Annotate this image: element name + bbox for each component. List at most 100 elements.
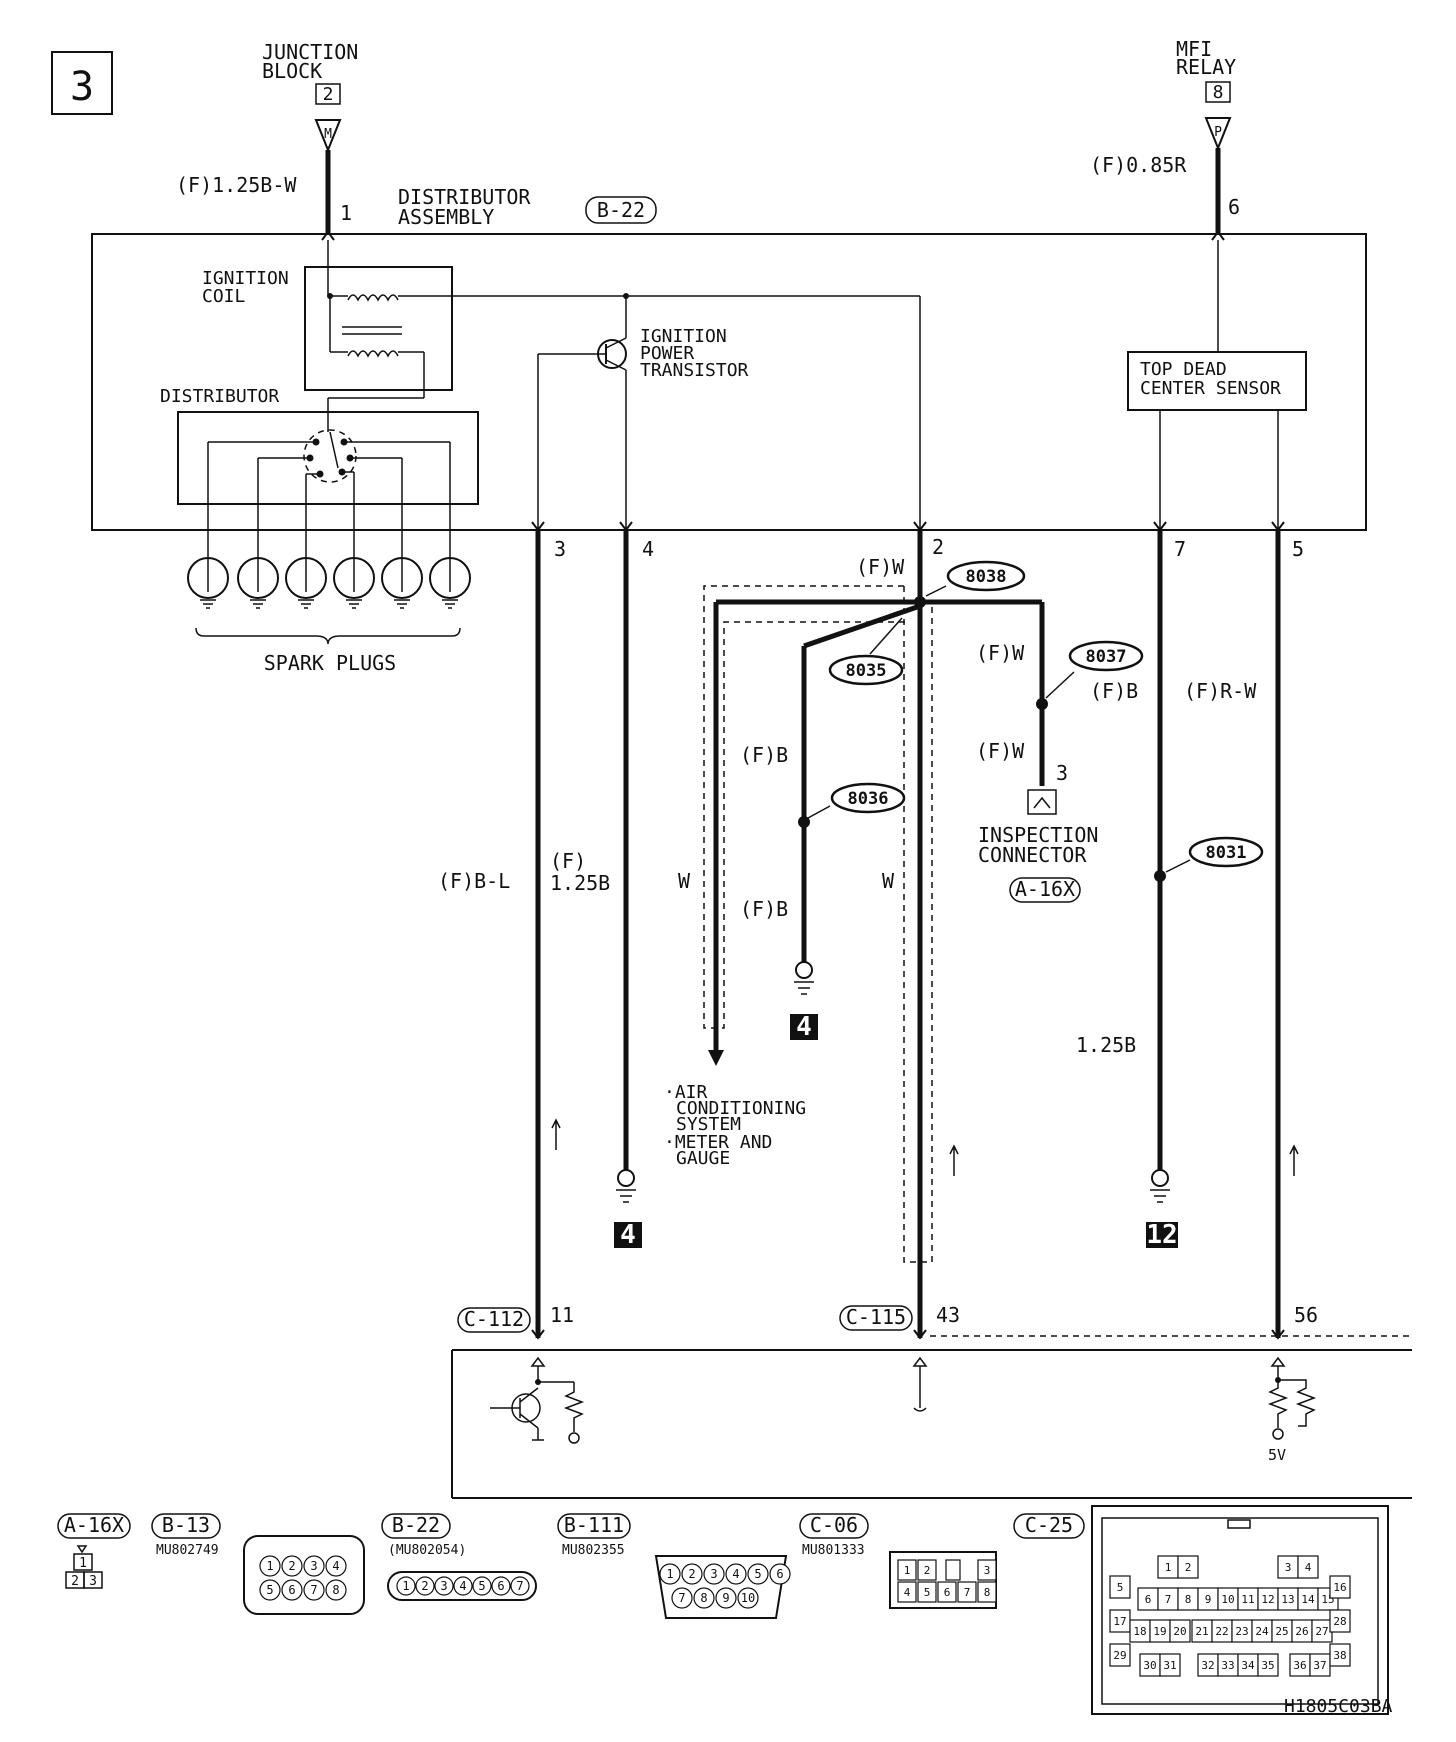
wire-frw: (F)R-W [1184,679,1257,703]
c25-pin-17: 17 [1113,1615,1126,1628]
c25-pin-11: 11 [1241,1593,1254,1606]
wire-fw-top: (F)W [856,555,905,579]
c25-pin-29-cell [1109,1643,1131,1667]
c25-pin-14: 14 [1301,1593,1315,1606]
top-dead-center-sensor: TOP DEAD CENTER SENSOR [1127,240,1307,530]
ac-note-3: SYSTEM [676,1114,741,1135]
c25-pin-5: 5 [1117,1581,1124,1594]
connector-view-b22-part: (MU802054) [388,1543,466,1558]
b111-pin-5: 5 [754,1567,761,1581]
connector-view-c06-part: MU801333 [802,1543,865,1558]
c25-pin-2: 2 [1185,1561,1192,1574]
c25-pin-38-cell [1329,1643,1351,1667]
b22-pin-2: 2 [421,1579,428,1593]
junction-block-pin: 1 [340,201,352,225]
b13-pin-4: 4 [332,1559,339,1573]
b111-pin-2-ring [681,1563,703,1585]
connector-view-a16x-id: A-16X [64,1513,124,1537]
c25-pin-35: 35 [1261,1659,1274,1672]
b13-pin-1: 1 [266,1559,273,1573]
ignition-coil: IGNITION COIL [202,240,628,432]
c25-pin-16-cell [1329,1575,1351,1599]
c25-pin-13: 13 [1281,1593,1294,1606]
junction-block-pin-letter: M [324,127,332,142]
connector-view-a16x: A-16X 1 2 3 [57,1513,131,1589]
c06-pin-1-cell [897,1559,917,1581]
junction-block-ref: 2 [323,84,334,105]
wire-w-right-label: W [882,869,895,893]
assembly-pins: 3 4 2 7 5 [531,521,1304,561]
b111-pin-4-ring [725,1563,747,1585]
c25-pin-32: 32 [1201,1659,1214,1672]
b22-pin-1-ring [396,1576,416,1596]
wire-fw-mid2: (F)W [976,739,1025,763]
splice-8031-label: 8031 [1206,843,1247,863]
wire-center-w: (F)W W [856,530,959,1338]
c25-pin-31: 31 [1163,1659,1176,1672]
wire-fb-right: (F)B [1090,679,1138,703]
c06-pin-4-cell [897,1581,917,1603]
a16x-pin-3: 3 [89,1574,97,1589]
b22-pin-5: 5 [478,1579,485,1593]
five-v-label: 5V [1268,1446,1286,1464]
connector-view-b111-part: MU802355 [562,1543,625,1558]
c06-pin-1: 1 [904,1564,911,1577]
mfi-relay-pin: 6 [1228,195,1240,219]
b13-pin-6: 6 [288,1583,295,1597]
c25-pin-20: 20 [1173,1625,1186,1638]
splice-8038: W 8038 [678,560,1045,1066]
c06-pin-7: 7 [964,1586,971,1599]
c06-pin-2-cell [917,1559,937,1581]
connector-view-c06-id: C-06 [810,1513,858,1537]
b22-pin-3-ring [434,1576,454,1596]
c25-pin-26: 26 [1295,1625,1308,1638]
b13-pin-5: 5 [266,1583,273,1597]
connector-view-b22-id: B-22 [392,1513,440,1537]
b13-pin-1-ring [259,1555,281,1577]
c25-pin-5-cell [1109,1575,1131,1599]
wire-fw-mid1: (F)W [976,641,1025,665]
connector-view-b111-id: B-111 [564,1513,624,1537]
power-transistor-label-1: IGNITION [640,326,727,347]
c25-pin-9: 9 [1205,1593,1212,1606]
mfi-relay-label-1: MFI [1176,37,1212,61]
b111-pin-10-ring [737,1587,759,1609]
distributor-assembly-connector: B-22 [597,198,645,222]
b111-pin-6: 6 [776,1567,783,1581]
c06-pin-5: 5 [924,1586,931,1599]
b111-pin-4: 4 [732,1567,739,1581]
c25-pin-27: 27 [1315,1625,1328,1638]
c06-pin-4: 4 [904,1586,911,1599]
c25-pin-16: 16 [1333,1581,1346,1594]
tdc-sensor-label-2: CENTER SENSOR [1140,378,1281,399]
c25-pin-28-cell [1329,1609,1351,1633]
pin-5: 5 [1292,537,1304,561]
b22-pin-7: 7 [516,1579,523,1593]
pin-3: 3 [554,537,566,561]
c06-pin-6-cell [937,1581,957,1603]
c25-pin-20-cell [1169,1619,1191,1643]
ecm-connectors: C-112 11 C-115 43 56 [457,1303,1412,1340]
junction-block-label-2: BLOCK [262,59,322,83]
c25-pin-10: 10 [1221,1593,1234,1606]
c25-pin-24: 24 [1255,1625,1269,1638]
b13-pin-4-ring [325,1555,347,1577]
c25-pin-18: 18 [1133,1625,1146,1638]
b111-pin-9-ring [715,1587,737,1609]
inspection-connector-label-2: CONNECTOR [978,843,1087,867]
b13-pin-2-ring [281,1555,303,1577]
c25-pin-36: 36 [1293,1659,1306,1672]
distributor-assembly-label-1: DISTRIBUTOR [398,185,531,209]
c06-pin-5-cell [917,1581,937,1603]
c25-pin-37: 37 [1313,1659,1326,1672]
c25-pin-35-cell [1257,1653,1279,1677]
b13-pin-8: 8 [332,1583,339,1597]
b22-pin-1: 1 [402,1579,409,1593]
b22-pin-4: 4 [459,1579,466,1593]
wire-rw: (F)R-W [1184,530,1299,1338]
distributor-assembly: DISTRIBUTOR ASSEMBLY B-22 [91,185,1367,531]
junction-block: JUNCTION BLOCK 2 M (F)1.25B-W 1 [176,40,358,234]
